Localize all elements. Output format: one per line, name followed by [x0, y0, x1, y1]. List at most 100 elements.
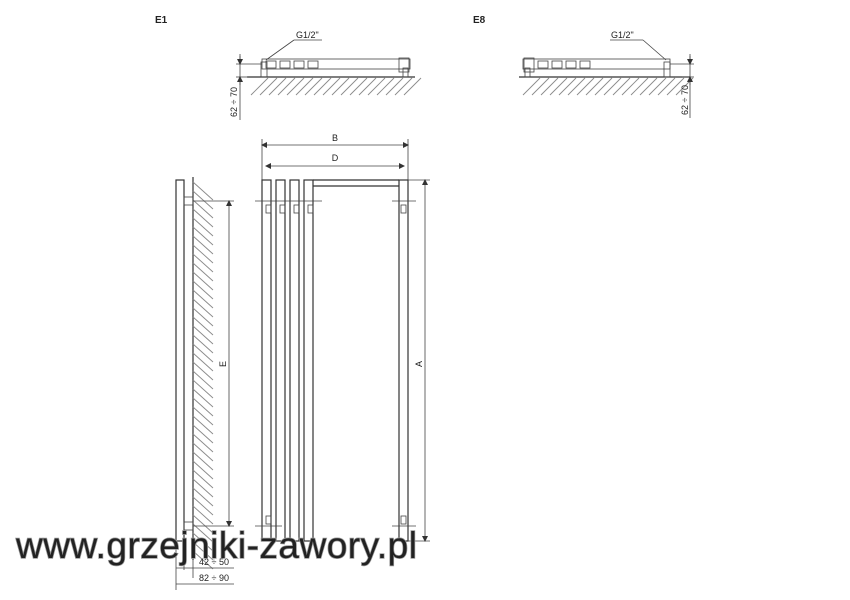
hatch-line [340, 77, 359, 96]
e8-tube-3 [565, 60, 577, 69]
hatch-line [394, 77, 413, 96]
hatch-line [657, 77, 676, 96]
hatch-line [277, 77, 296, 96]
hatch-line [322, 77, 341, 96]
hatch-line [403, 77, 422, 96]
hatch-line [192, 424, 214, 444]
hatch-line [630, 77, 649, 96]
hatch-line [192, 190, 214, 210]
front-tube-3 [289, 179, 300, 542]
hatch-line [192, 271, 214, 291]
hatch-line [358, 77, 377, 96]
hatch-line [192, 262, 214, 282]
e8-bracket [524, 67, 531, 78]
height-label: A [414, 361, 424, 367]
e1-tube-3 [293, 60, 305, 69]
hatch-line [192, 235, 214, 255]
width-label: B [332, 133, 338, 143]
e8-top-view: E8 G1/2" 62 ÷ 70 [473, 15, 694, 118]
hatch-line [192, 325, 214, 345]
hatch-line [268, 77, 287, 96]
hatch-line [192, 361, 214, 381]
e8-tube-2 [551, 60, 563, 69]
depth-small-label: 42 ÷ 50 [199, 557, 229, 567]
hatch-line [192, 253, 214, 273]
watermark-text: www.grzejniki-zawory.pl [15, 525, 417, 566]
hatch-line [576, 77, 595, 96]
hatch-line [192, 532, 214, 552]
hatch-line [313, 77, 332, 96]
e1-connector-label: G1/2" [296, 30, 319, 40]
hatch-line [192, 343, 214, 363]
depth-large-label: 82 ÷ 90 [199, 573, 229, 583]
hatch-line [192, 334, 214, 354]
e1-tube-4 [307, 60, 319, 69]
front-tube-2 [275, 179, 286, 542]
e8-connector-label: G1/2" [611, 30, 634, 40]
e8-left-post [523, 57, 535, 73]
hatch-line [192, 415, 214, 435]
e8-tube-1 [537, 60, 549, 69]
hatch-line [192, 388, 214, 408]
e1-connector-leader [265, 39, 295, 61]
hatch-line [192, 541, 214, 561]
hatch-line [295, 77, 314, 96]
hatch-line [192, 451, 214, 471]
front-bracket-bottom-right [400, 515, 407, 525]
hatch-line [331, 77, 350, 96]
hatch-line [540, 77, 559, 96]
hatch-line [639, 77, 658, 96]
e8-tube-4 [579, 60, 591, 69]
hatch-line [192, 226, 214, 246]
e1-wall-hatch [250, 77, 422, 96]
hatch-line [304, 77, 323, 96]
hatch-line [621, 77, 640, 96]
front-bracket-top-right [400, 204, 407, 214]
hatch-line [192, 433, 214, 453]
hatch-line [192, 352, 214, 372]
hatch-line [192, 460, 214, 480]
side-top-bracket [183, 196, 194, 206]
hatch-line [522, 77, 541, 96]
hatch-line [192, 478, 214, 498]
e1-offset-label: 62 ÷ 70 [229, 87, 239, 117]
hatch-line [192, 280, 214, 300]
front-view: B D A [255, 133, 430, 542]
e1-bracket [402, 67, 409, 78]
hatch-line [648, 77, 667, 96]
hatch-line [192, 289, 214, 309]
front-bracket-top-left [265, 204, 272, 214]
e1-radiator-body [261, 58, 411, 70]
hatch-line [192, 514, 214, 534]
e1-label: E1 [155, 15, 168, 26]
front-tube-1 [261, 179, 272, 542]
hatch-line [585, 77, 604, 96]
side-view: E 42 ÷ 50 82 ÷ 90 [175, 177, 234, 590]
e8-label: E8 [473, 15, 486, 26]
hatch-line [286, 77, 305, 96]
hatch-line [192, 298, 214, 318]
hatch-line [192, 217, 214, 237]
hatch-line [666, 77, 685, 96]
hatch-line [567, 77, 586, 96]
hatch-line [192, 550, 214, 570]
hatch-line [594, 77, 613, 96]
hatch-line [603, 77, 622, 96]
hatch-line [192, 406, 214, 426]
spacing-label: D [332, 153, 339, 163]
e8-offset-label: 62 ÷ 70 [680, 85, 690, 115]
hatch-line [192, 505, 214, 525]
hatch-line [250, 77, 269, 96]
e1-connector [260, 61, 268, 78]
hatch-line [192, 199, 214, 219]
hatch-line [192, 244, 214, 264]
hatch-line [376, 77, 395, 96]
hatch-line [192, 469, 214, 489]
hatch-line [192, 397, 214, 417]
side-radiator-profile [175, 179, 185, 542]
hatch-line [367, 77, 386, 96]
hatch-line [259, 77, 278, 96]
e1-tube-2 [279, 60, 291, 69]
e1-right-post [398, 57, 410, 73]
hatch-line [385, 77, 404, 96]
